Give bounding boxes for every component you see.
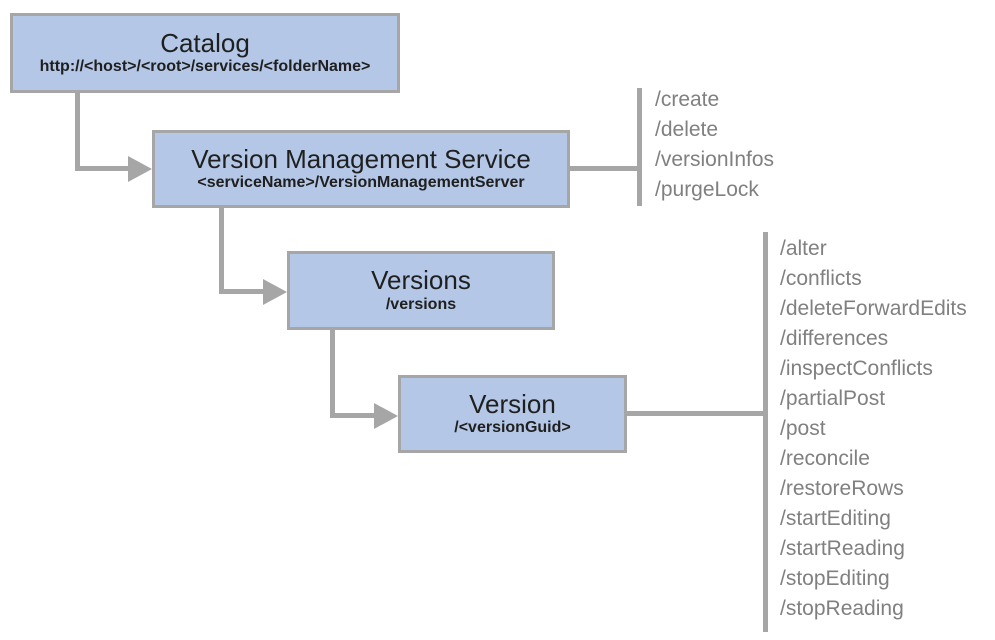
- bracket-version-horizontal: [627, 411, 767, 416]
- arrow-right-icon: [374, 402, 398, 429]
- operation-label: /stopReading: [780, 597, 904, 620]
- arrow-right-icon: [128, 155, 152, 182]
- connector-catalog-vms-horizontal: [75, 166, 130, 171]
- operation-label: /startReading: [780, 537, 905, 560]
- node-vms-url: <serviceName>/VersionManagementServer: [197, 174, 525, 192]
- connector-vms-versions-horizontal: [219, 289, 265, 294]
- node-catalog-url: http://<host>/<root>/services/<folderNam…: [39, 58, 371, 76]
- bracket-vms-horizontal: [570, 166, 640, 171]
- operation-label: /reconcile: [780, 447, 870, 470]
- node-versions-url: /versions: [385, 295, 457, 313]
- node-versions: Versions /versions: [287, 251, 555, 330]
- operation-label: /stopEditing: [780, 567, 890, 590]
- connector-versions-version-horizontal: [330, 413, 378, 418]
- connector-catalog-vms-vertical: [75, 93, 80, 171]
- operation-label: /restoreRows: [780, 477, 904, 500]
- bracket-vms-vertical: [637, 88, 642, 206]
- operation-label: /alter: [780, 237, 827, 260]
- connector-vms-versions-vertical: [219, 208, 224, 294]
- operation-label: /conflicts: [780, 267, 862, 290]
- operation-label: /versionInfos: [655, 148, 775, 171]
- operation-label: /partialPost: [780, 387, 886, 410]
- node-catalog: Catalog http://<host>/<root>/services/<f…: [10, 13, 400, 93]
- node-version: Version /<versionGuid>: [398, 375, 627, 453]
- operation-label: /differences: [780, 327, 889, 350]
- node-version-title: Version: [469, 388, 556, 419]
- operation-label: /delete: [655, 118, 719, 141]
- connector-versions-version-vertical: [330, 330, 335, 418]
- node-version-management-service: Version Management Service <serviceName>…: [152, 130, 570, 208]
- operation-label: /inspectConflicts: [780, 357, 933, 380]
- operation-label: /post: [780, 417, 826, 440]
- operation-label: /deleteForwardEdits: [780, 297, 967, 320]
- vms-operations-list: /create/delete/versionInfos/purgeLock: [655, 85, 774, 205]
- operation-label: /create: [655, 88, 720, 111]
- operation-label: /startEditing: [780, 507, 891, 530]
- bracket-version-vertical: [763, 232, 768, 632]
- operation-label: /purgeLock: [655, 178, 759, 201]
- node-vms-title: Version Management Service: [191, 143, 531, 174]
- node-version-url: /<versionGuid>: [454, 419, 571, 437]
- arrow-right-icon: [263, 278, 287, 305]
- node-versions-title: Versions: [371, 265, 471, 296]
- version-operations-list: /alter/conflicts/deleteForwardEdits/diff…: [780, 234, 967, 624]
- node-catalog-title: Catalog: [160, 27, 250, 58]
